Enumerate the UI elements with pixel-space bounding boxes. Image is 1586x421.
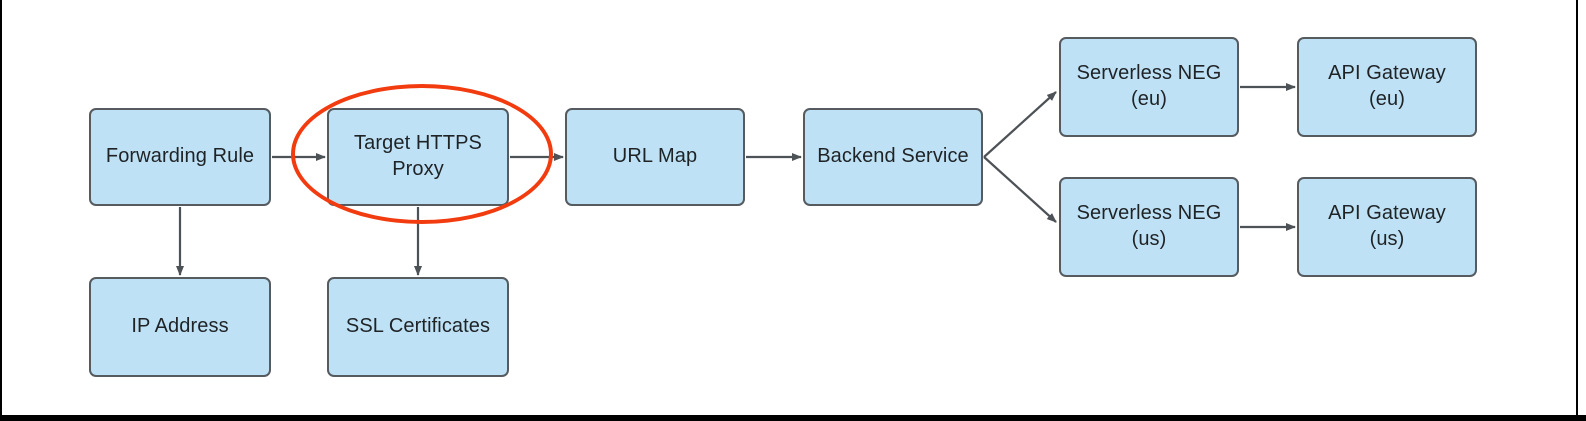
node-api-gateway-us[interactable]: API Gateway (us) [1297, 177, 1477, 277]
node-target-https-proxy[interactable]: Target HTTPS Proxy [327, 108, 509, 206]
node-serverless-neg-us[interactable]: Serverless NEG (us) [1059, 177, 1239, 277]
node-label-api-gateway-us: API Gateway (us) [1328, 202, 1446, 250]
node-ssl-certificates[interactable]: SSL Certificates [327, 277, 509, 377]
node-label-serverless-neg-eu: Serverless NEG (eu) [1076, 62, 1222, 110]
node-label-ssl-certificates: SSL Certificates [345, 315, 491, 338]
node-serverless-neg-eu[interactable]: Serverless NEG (eu) [1059, 37, 1239, 137]
edge-backend-service-to-serverless-neg-eu [983, 91, 1057, 158]
node-backend-service[interactable]: Backend Service [803, 108, 983, 206]
node-label-forwarding-rule: Forwarding Rule [105, 145, 255, 168]
node-label-target-https-proxy: Target HTTPS Proxy [354, 132, 482, 180]
node-label-serverless-neg-us: Serverless NEG (us) [1076, 202, 1222, 250]
edge-backend-service-to-serverless-neg-us [983, 156, 1057, 223]
node-label-backend-service: Backend Service [817, 145, 969, 168]
node-url-map[interactable]: URL Map [565, 108, 745, 206]
node-ip-address[interactable]: IP Address [89, 277, 271, 377]
node-label-ip-address: IP Address [131, 315, 229, 338]
node-forwarding-rule[interactable]: Forwarding Rule [89, 108, 271, 206]
node-label-api-gateway-eu: API Gateway (eu) [1328, 62, 1446, 110]
node-api-gateway-eu[interactable]: API Gateway (eu) [1297, 37, 1477, 137]
node-label-url-map: URL Map [612, 145, 698, 168]
